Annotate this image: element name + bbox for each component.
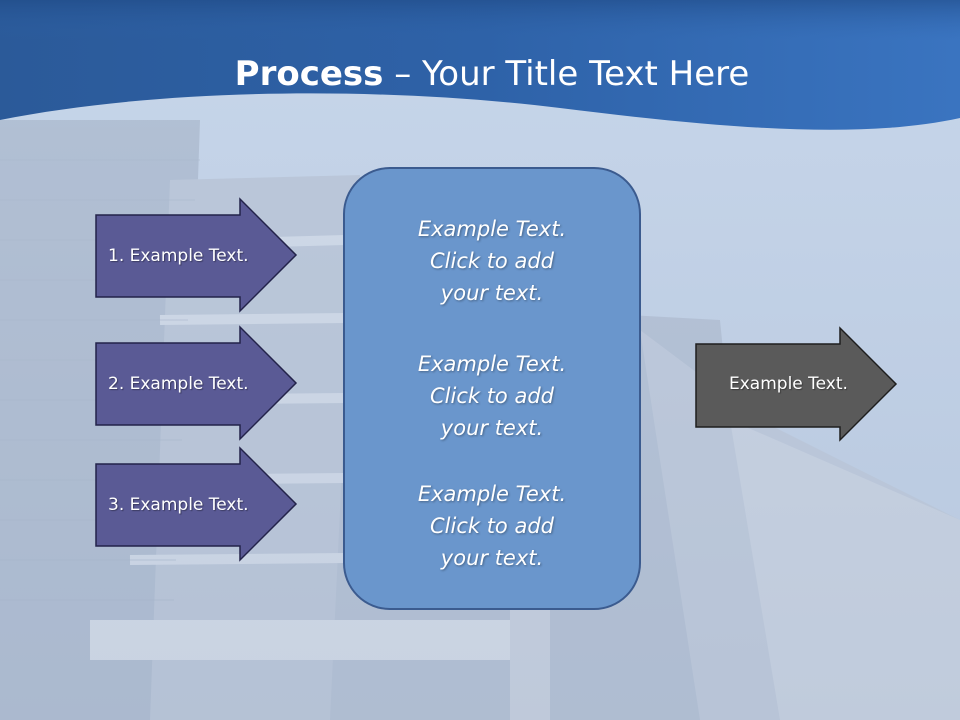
result-arrow-label: Example Text. — [729, 374, 848, 394]
box-text-line: your text. — [440, 546, 544, 570]
center-box[interactable] — [343, 167, 641, 610]
process-arrow-3[interactable] — [95, 446, 298, 562]
box-text-line: Click to add — [429, 514, 554, 538]
result-arrow[interactable] — [695, 326, 898, 442]
title-text: Your Title Text Here — [422, 54, 750, 94]
process-arrow-1[interactable] — [95, 197, 298, 313]
arrow-2-label: 2. Example Text. — [108, 374, 249, 394]
title-dash: – — [383, 54, 423, 94]
box-text-block-2: Example Text. Click to add your text. — [346, 348, 638, 444]
box-text-block-3: Example Text. Click to add your text. — [346, 478, 638, 574]
box-text-line: Click to add — [429, 384, 554, 408]
box-text-block-1: Example Text. Click to add your text. — [346, 213, 638, 309]
box-text-line: Example Text. — [417, 482, 567, 506]
header-shade — [0, 0, 960, 40]
arrow-3-label: 3. Example Text. — [108, 495, 249, 515]
box-text-line: your text. — [440, 416, 544, 440]
box-text-line: Click to add — [429, 249, 554, 273]
slide-title[interactable]: Process – Your Title Text Here — [0, 52, 960, 96]
box-text-line: Example Text. — [417, 217, 567, 241]
process-arrow-2[interactable] — [95, 325, 298, 441]
title-bold: Process — [234, 54, 384, 94]
arrow-1-label: 1. Example Text. — [108, 246, 249, 266]
box-text-line: your text. — [440, 281, 544, 305]
box-text-line: Example Text. — [417, 352, 567, 376]
